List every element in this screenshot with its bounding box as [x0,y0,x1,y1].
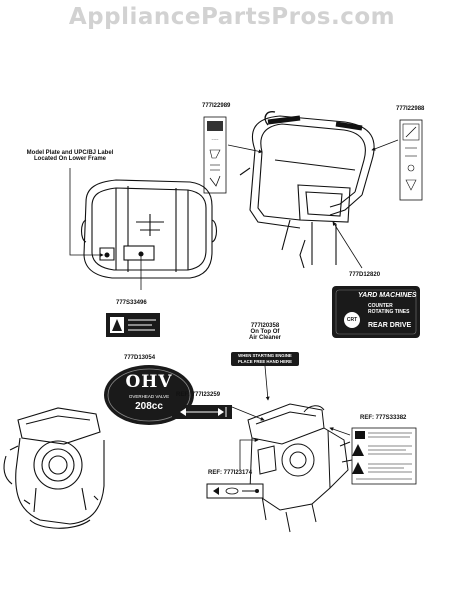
decal-777i23174 [206,483,264,499]
decal-777s33496 [106,313,160,337]
callout-model-plate-line-2: Located On Lower Frame [33,156,106,162]
leader-777i23174 [239,438,259,470]
callout-ref-777i23259: REF: 777I23259 [176,392,221,398]
decal-777i23259 [172,405,232,419]
leader-777i22988 [371,139,399,151]
callout-777i20358: 777I20358 On Top Of Air Cleaner [234,323,296,341]
leader-model-plate [69,168,104,257]
ohv-badge-big: OHV [125,372,173,392]
callout-on-top-of-line-1: On Top Of [250,329,280,335]
callout-777i20358-number: 777I20358 [250,323,280,329]
callout-777i22988: 777I22988 [396,106,425,112]
callout-ref-777i23174: REF: 777I23174 [208,470,253,476]
yard-machines-line-2: ROTATING TINES [368,309,410,315]
site-watermark: AppliancePartsPros.com [68,4,396,30]
yard-machines-brand: YARD MACHINES [358,292,417,299]
decal-777d13054 [104,365,194,425]
callout-ref-777s33382: REF: 777S33382 [360,415,407,421]
leader-777i22989 [227,144,263,154]
engine-right [247,403,353,533]
yard-machines-badge: CRT [346,317,358,323]
callout-on-top-of-line-2: Air Cleaner [248,335,281,341]
leader-777s33382 [329,427,351,436]
ohv-badge-sub: OVERHEAD VALVE [128,394,170,399]
handlebar-assembly [239,111,375,269]
air-cleaner-decal-line-1: WHEN STARTING ENGINE [238,353,292,358]
leader-777i23259 [231,406,265,421]
decal-777s33382 [351,427,417,485]
yard-machines-drive: REAR DRIVE [368,322,412,329]
decal-777i22988 [399,119,423,201]
leader-777d12820 [332,221,363,269]
tiller-tank [80,179,218,279]
decal-777d12820 [332,286,420,338]
callout-777i22989: 777I22989 [202,103,231,109]
svg-text:~~~: ~~~ [211,137,219,142]
callout-model-plate-line-1: Model Plate and UPC/BJ Label [26,150,114,156]
engine-left [3,407,105,529]
yard-machines-line-1: COUNTER [368,303,393,309]
ohv-badge-size: 208cc [135,401,163,412]
callout-777s33496: 777S33496 [116,300,147,306]
leader-777i20358 [264,365,270,401]
decal-777i20358 [231,352,299,366]
decal-777i22989: ~~~ [203,116,227,194]
callout-777d13054: 777D13054 [124,355,156,361]
callout-model-plate: Model Plate and UPC/BJ Label Located On … [22,150,118,162]
callout-777d12820: 777D12820 [349,272,381,278]
air-cleaner-decal-line-2: PLACE FREE HAND HERE [238,359,292,364]
